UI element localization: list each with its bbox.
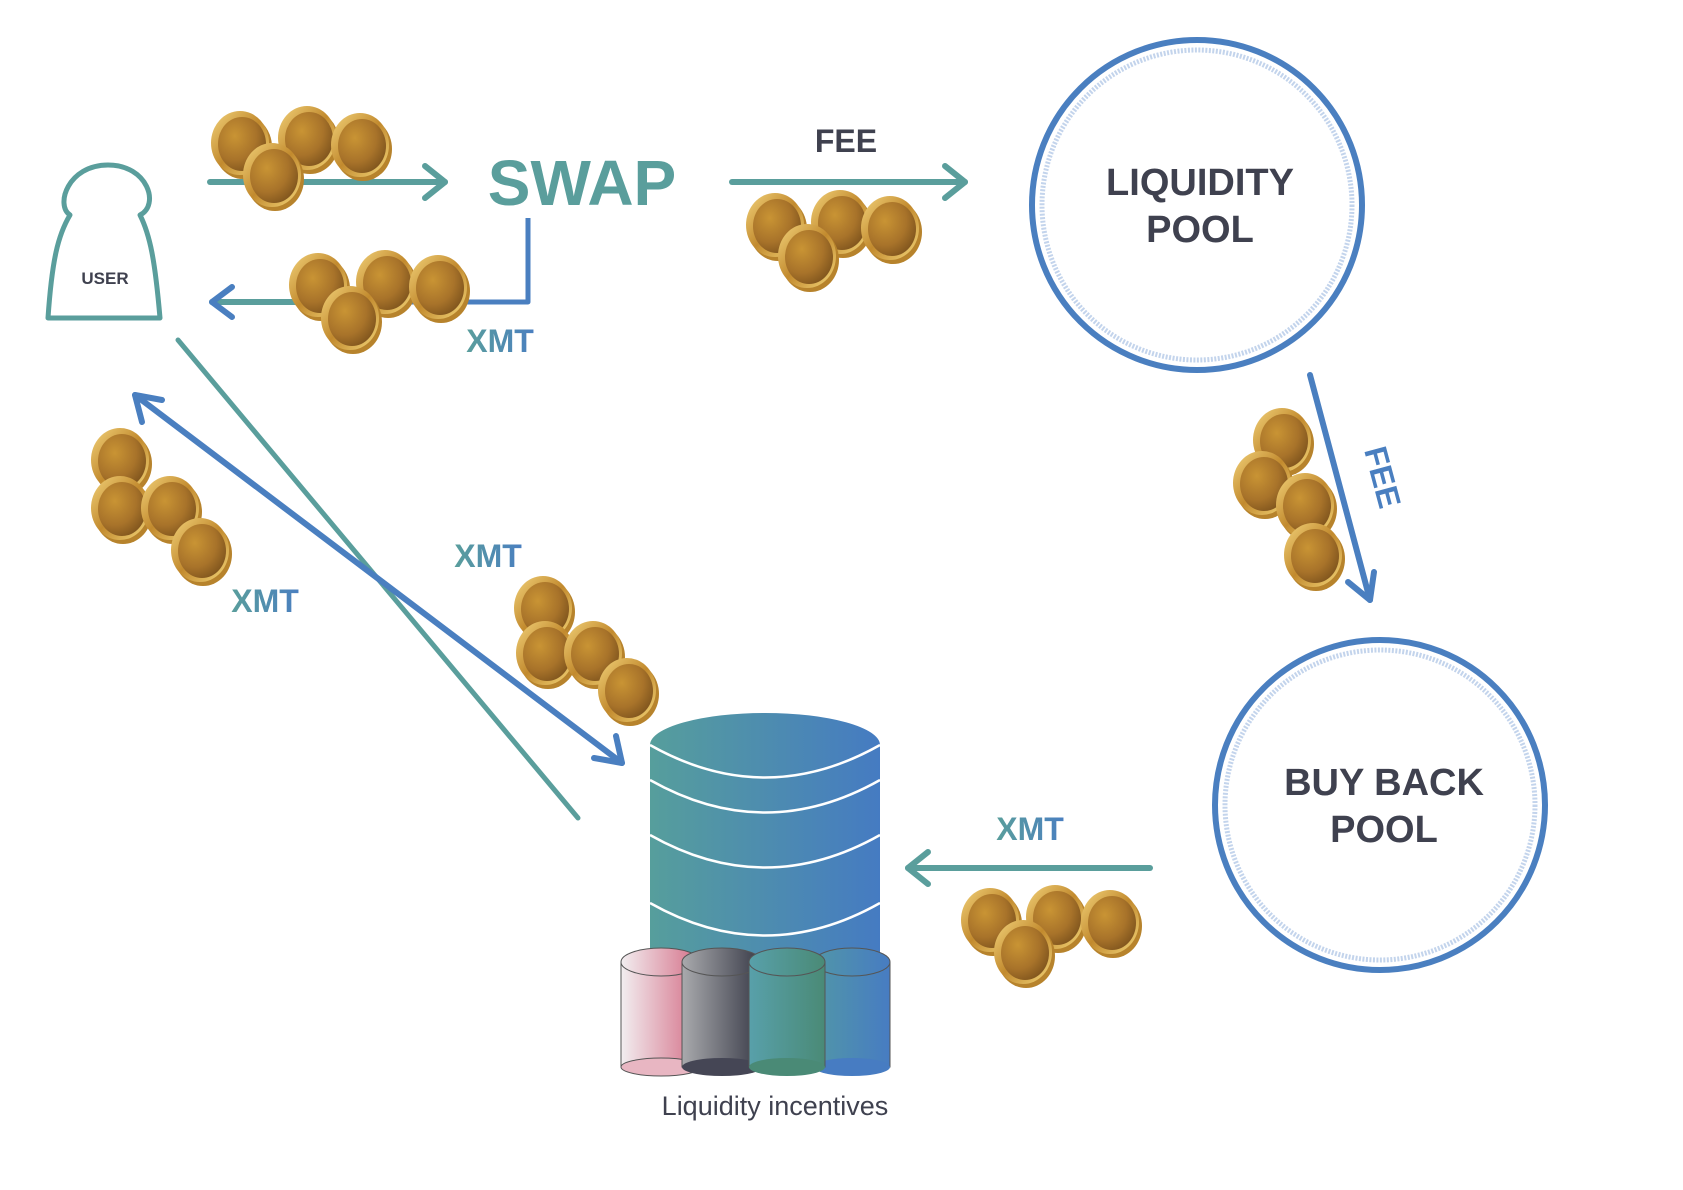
user-incentives-arrow xyxy=(132,392,625,766)
swap-to-liquidity-pool-arrow xyxy=(729,163,968,201)
liquidity-incentives-label: Liquidity incentives xyxy=(662,1091,889,1121)
coin-stack-user-to-swap xyxy=(211,106,392,211)
database-icon xyxy=(649,713,881,975)
buy-back-pool-node: BUY BACK POOL xyxy=(1212,637,1548,973)
swap-to-user-label: XMT xyxy=(466,323,534,359)
user-label: USER xyxy=(81,269,128,288)
buy-back-to-incentives-label: XMT xyxy=(996,811,1064,847)
coin-stack-fee-to-pool xyxy=(746,190,922,292)
buy-back-pool-label-line1: BUY BACK xyxy=(1284,762,1484,804)
token-cylinders xyxy=(620,947,891,1077)
swap-node-label: SWAP xyxy=(488,147,676,219)
buy-back-to-incentives-arrow xyxy=(905,849,1153,887)
coin-stack-buy-back-to-incentives xyxy=(961,885,1142,988)
liquidity-pool-node: LIQUIDITY POOL xyxy=(1029,37,1365,373)
liquidity-pool-to-buy-back-label: FEE xyxy=(1357,442,1408,511)
green-cylinder xyxy=(748,947,826,1076)
swap-to-liquidity-pool-label: FEE xyxy=(815,123,877,159)
liquidity-pool-label-line1: LIQUIDITY xyxy=(1106,162,1294,204)
coin-stack-swap-to-user xyxy=(289,250,470,354)
user-icon xyxy=(45,162,163,321)
user-node: USER xyxy=(45,162,163,321)
user-to-incentives-label: XMT xyxy=(454,538,522,574)
liquidity-pool-label-line2: POOL xyxy=(1146,209,1254,251)
coin-stack-user-to-incentives xyxy=(514,576,659,726)
blue-cylinder xyxy=(813,947,891,1076)
buy-back-pool-label-line2: POOL xyxy=(1330,809,1438,851)
liquidity-pool-to-buy-back-arrow xyxy=(1307,372,1377,603)
incentives-to-user-label: XMT xyxy=(231,583,299,619)
